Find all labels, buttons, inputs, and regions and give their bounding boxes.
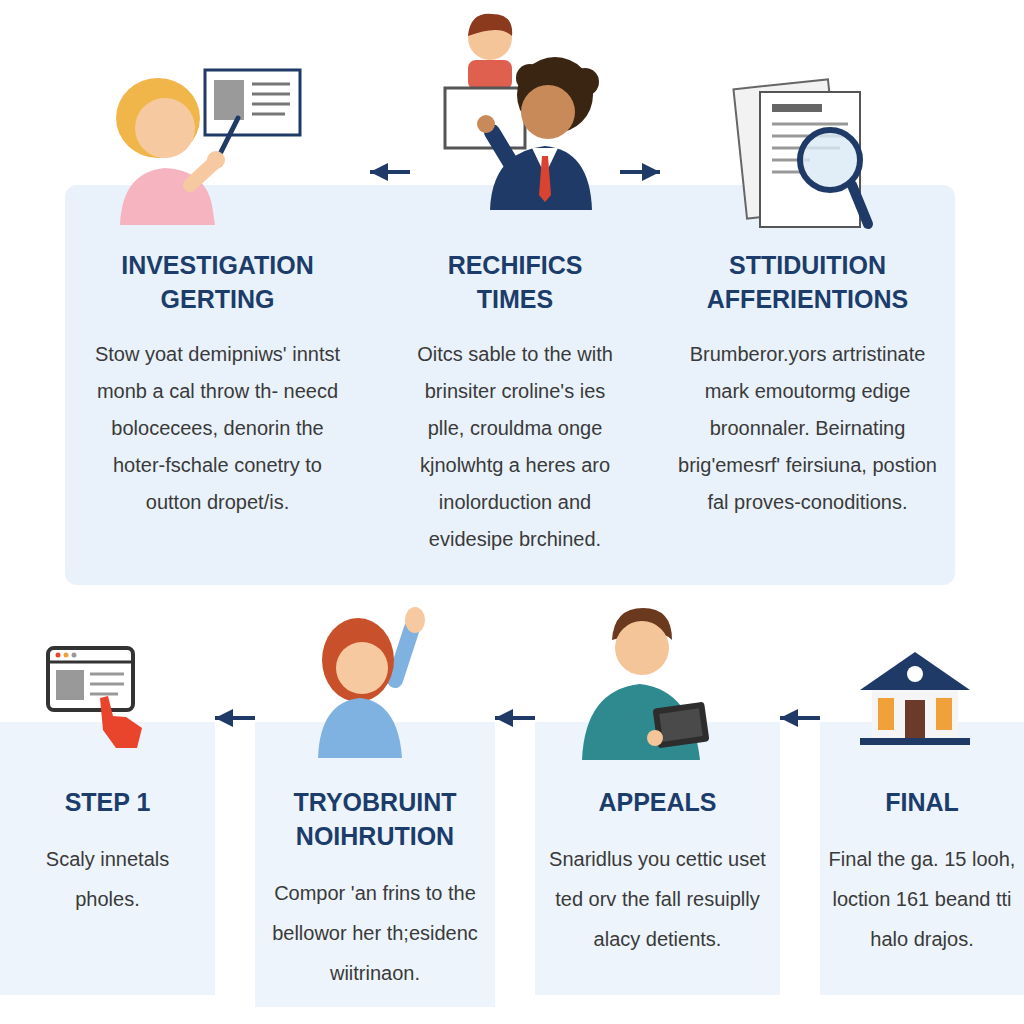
top-band: [65, 185, 955, 585]
step-title: TRYOBRUINT NOIHRUTION: [263, 785, 488, 853]
presenter-icon: [445, 14, 599, 210]
browser-icon: [48, 648, 142, 748]
flow-arrow: [620, 170, 660, 174]
documents-icon: [733, 79, 868, 227]
tablet-user-icon: [582, 608, 710, 760]
flow-arrow: [495, 716, 535, 720]
step-description: Oitcs sable to the with brinsiter crolin…: [413, 336, 618, 558]
step-description: Scaly innetals pholes.: [23, 839, 193, 919]
bank-icon: [860, 652, 970, 745]
step-description: Compor 'an frins to the bellowor her th;…: [261, 873, 489, 993]
step-description: Final the ga. 15 looh, loction 161 beand…: [827, 839, 1017, 959]
step-description: Snaridlus you cettic uset ted orv the fa…: [540, 839, 775, 959]
step-description: Brumberor.yors artristinate mark emoutor…: [678, 336, 938, 521]
step-title: STEP 1: [65, 785, 151, 819]
step-title: STTIDUITION AFFERIENTIONS: [668, 248, 948, 316]
step-title: INVESTIGATION GERTING: [93, 248, 343, 316]
writer-icon: [116, 70, 300, 225]
waving-person-icon: [318, 607, 425, 758]
flow-arrow: [780, 716, 820, 720]
step-description: Stow yoat demipniws' inntst monb a cal t…: [85, 336, 350, 521]
step-title: FINAL: [885, 785, 959, 819]
flow-arrow: [215, 716, 255, 720]
flow-arrow: [370, 170, 410, 174]
step-title: APPEALS: [598, 785, 716, 819]
step-title: RECHIFICS TIMES: [420, 248, 610, 316]
